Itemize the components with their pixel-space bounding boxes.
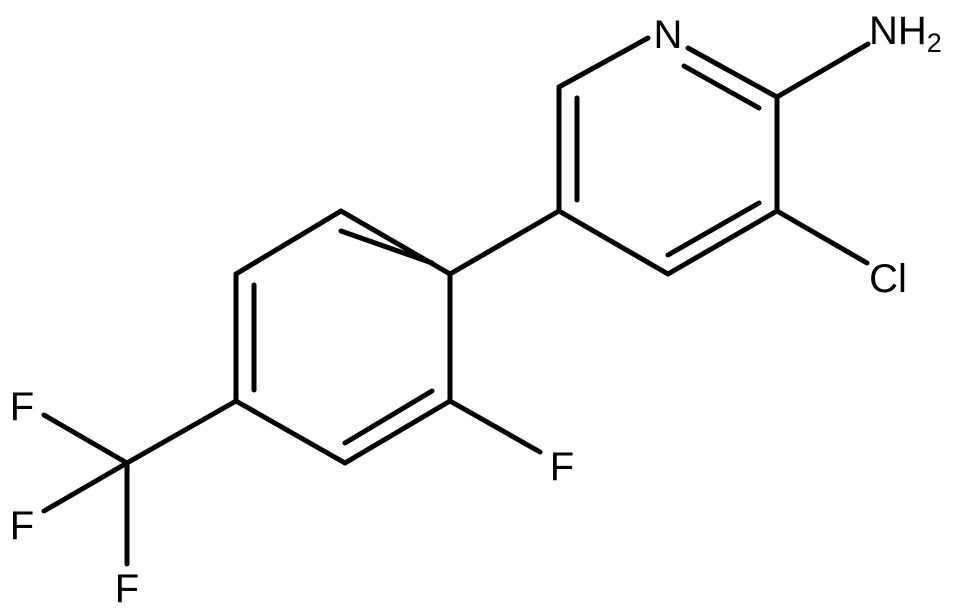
phenyl-ring (233, 208, 453, 466)
pyridine-ring (556, 35, 780, 277)
bond-cf3-f1 (41, 412, 130, 466)
bond-c4-c5 (556, 208, 671, 277)
bond-p1-p2-inner (338, 228, 435, 266)
bond-c3-cl (774, 208, 870, 266)
bond-p4-cf3 (124, 398, 239, 466)
bond-c6-n (556, 35, 651, 90)
atom-n-ring: N (654, 13, 683, 57)
atom-f-aryl: F (550, 445, 574, 489)
atom-nh2-main: NH (869, 9, 927, 53)
bond-p4-p5 (233, 398, 348, 466)
atom-f3: F (115, 567, 139, 611)
bond-cf3-f2 (41, 460, 130, 514)
atom-cl: Cl (869, 257, 907, 301)
bond-p5-p6 (342, 398, 453, 466)
bond-c3-c4-inner (665, 200, 762, 258)
bond-p2-p3 (233, 208, 344, 277)
atom-f1: F (10, 385, 34, 429)
atom-nh2-subscript: 2 (927, 28, 942, 58)
bond-c3-c4 (665, 208, 780, 277)
atom-f2: F (10, 504, 34, 548)
bond-c2-nh2 (774, 41, 871, 100)
bond-biaryl (447, 208, 562, 277)
atom-nh2: NH2 (869, 9, 942, 58)
bond-n-c2 (685, 45, 780, 100)
bond-n-c2-inner (681, 63, 762, 111)
bond-p5-p6-inner (342, 388, 435, 446)
bond-p6-f (447, 398, 543, 455)
